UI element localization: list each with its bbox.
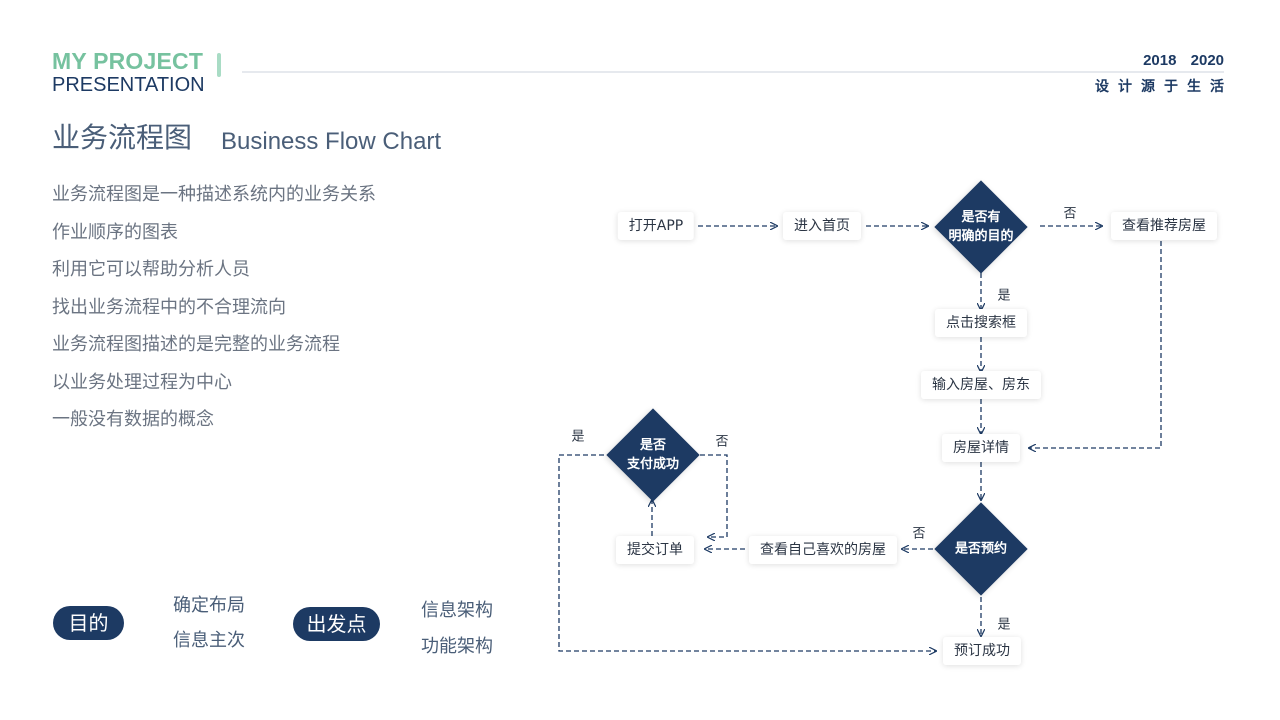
purpose-item: 确定布局 [173, 595, 245, 616]
brand-accent-bar [217, 53, 221, 77]
branch-label-pay-no: 否 [715, 434, 729, 450]
starting-point-item: 功能架构 [421, 636, 493, 657]
connector-pay-no [700, 454, 728, 537]
description-line: 业务流程图是一种描述系统内的业务关系 [52, 184, 376, 205]
year-range: 2018 2020 [1143, 52, 1224, 69]
page-title: 业务流程图 [52, 121, 193, 154]
decision-label-line: 是否有 [961, 210, 1001, 225]
brand-title: MY PROJECT [52, 48, 204, 74]
flow-node-input-house: 输入房屋、房东 [921, 371, 1041, 399]
description-line: 作业顺序的图表 [52, 221, 178, 243]
decision-label-line: 支付成功 [626, 457, 680, 472]
decision-has-goal-label: 是否有 明确的目的 [948, 208, 1013, 246]
branch-label-pay-yes: 是 [571, 429, 585, 445]
branch-label-goal-yes: 是 [997, 288, 1011, 304]
brand-subtitle: PRESENTATION [52, 74, 205, 96]
branch-label-goal-no: 否 [1063, 206, 1077, 222]
flow-node-booking-success: 预订成功 [943, 637, 1021, 665]
flow-node-click-search: 点击搜索框 [935, 309, 1027, 337]
flow-node-submit-order: 提交订单 [616, 536, 694, 564]
tagline: 设计源于生活 [1095, 79, 1233, 95]
description-line: 一般没有数据的概念 [52, 409, 214, 430]
starting-point-item: 信息架构 [421, 600, 493, 621]
decision-payment-label: 是否 支付成功 [627, 436, 679, 474]
description-line: 以业务处理过程为中心 [52, 371, 232, 393]
purpose-badge: 目的 [53, 606, 124, 640]
description-list: 业务流程图是一种描述系统内的业务关系 作业顺序的图表 利用它可以帮助分析人员 找… [52, 182, 376, 445]
description-line: 利用它可以帮助分析人员 [52, 259, 250, 280]
flow-node-house-detail: 房屋详情 [942, 434, 1020, 462]
flow-node-enter-home: 进入首页 [783, 212, 861, 240]
flow-node-view-liked: 查看自己喜欢的房屋 [749, 536, 897, 564]
page-title-english: Business Flow Chart [221, 128, 442, 155]
connector-recommend-to-detail [1029, 241, 1162, 448]
branch-label-reserve-no: 否 [912, 526, 926, 542]
starting-point-badge: 出发点 [293, 607, 380, 641]
description-line: 业务流程图描述的是完整的业务流程 [52, 334, 340, 355]
purpose-item: 信息主次 [173, 630, 245, 651]
decision-label-line: 是否 [639, 438, 667, 453]
branch-label-reserve-yes: 是 [997, 617, 1011, 633]
flow-node-view-recommended: 查看推荐房屋 [1111, 212, 1217, 240]
header-divider [242, 71, 1224, 73]
decision-label-line: 明确的目的 [948, 229, 1014, 244]
flow-node-open-app: 打开APP [617, 212, 695, 240]
decision-reserve-label: 是否预约 [954, 541, 1008, 557]
description-line: 找出业务流程中的不合理流向 [52, 296, 286, 318]
